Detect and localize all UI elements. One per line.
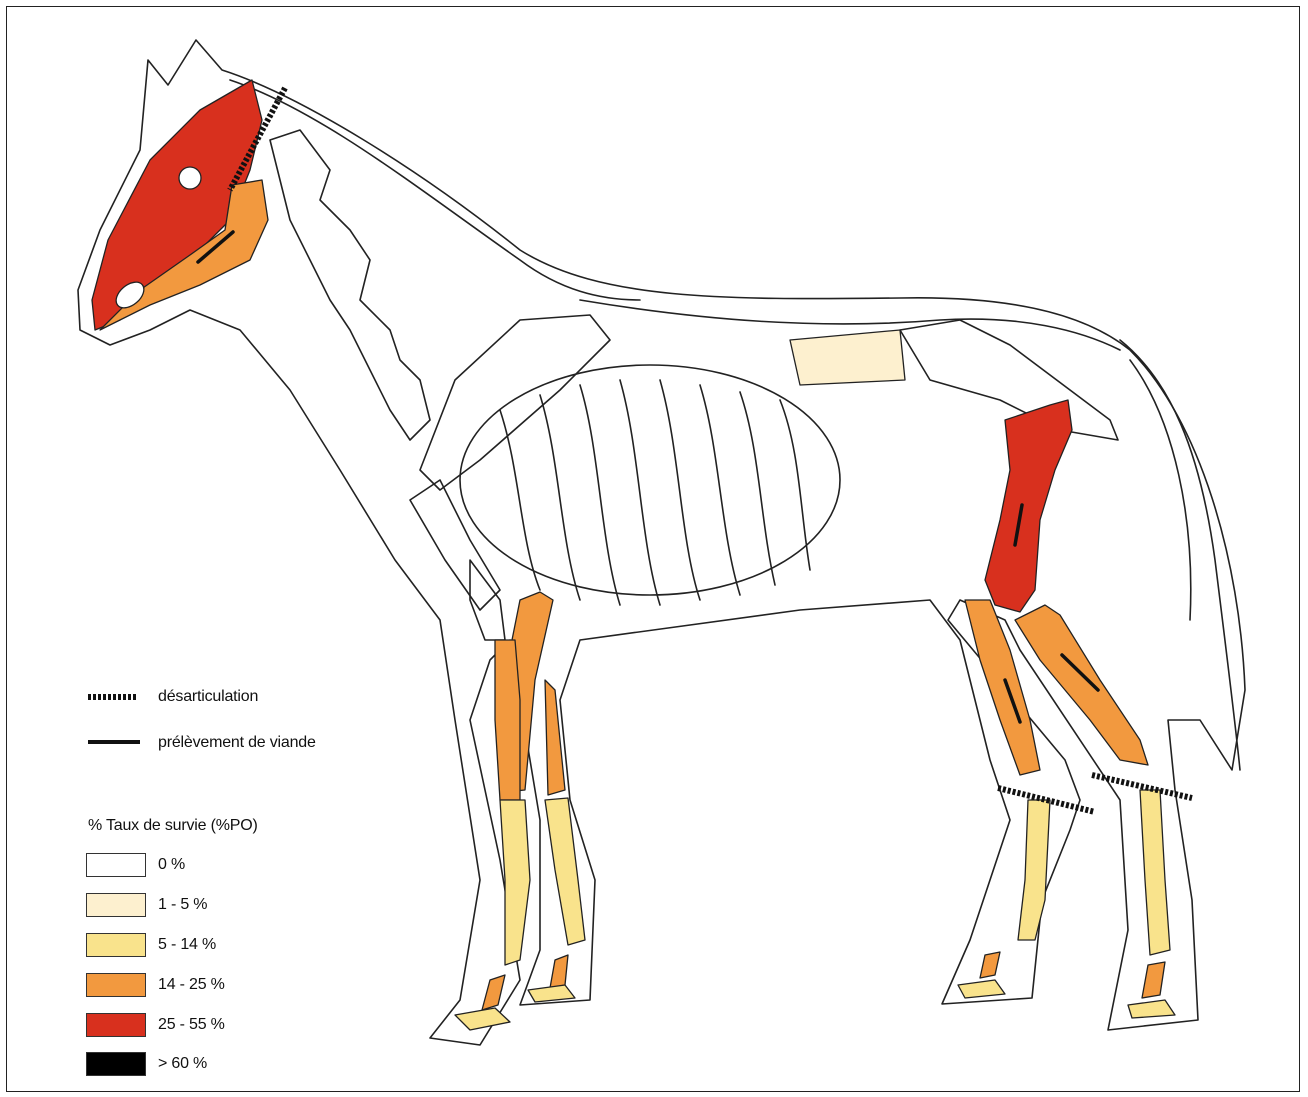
legend-swatch-4 [86, 1013, 146, 1037]
legend-swatch-2 [86, 933, 146, 957]
lumbar-region [790, 330, 905, 385]
orbit [179, 167, 201, 189]
tail [1120, 340, 1240, 770]
hoof-front-right [528, 985, 575, 1002]
sternum [410, 480, 500, 610]
legend-meat-removal-label: prélèvement de viande [158, 734, 316, 752]
legend-class-4-label: 25 - 55 % [158, 1016, 225, 1034]
legend-swatch-3 [86, 973, 146, 997]
scapula [420, 315, 610, 490]
metacarpal-front-left [500, 800, 530, 965]
hoof-front-left [455, 1008, 510, 1030]
legend-class-5-label: > 60 % [158, 1055, 207, 1073]
phalanges-front-right [550, 955, 568, 988]
metatarsal-hind-right [1140, 790, 1170, 955]
legend-disarticulation-label: désarticulation [158, 688, 258, 706]
legend-solid-symbol [88, 740, 140, 744]
hoof-hind-left [958, 980, 1005, 998]
legend-dashed-symbol [88, 694, 136, 700]
legend-class-1-label: 1 - 5 % [158, 896, 207, 914]
metacarpal-front-right [545, 798, 585, 945]
legend-swatch-0 [86, 853, 146, 877]
legend-class-2-label: 5 - 14 % [158, 936, 216, 954]
phalanges-hind-right [1142, 962, 1165, 998]
hoof-hind-right [1128, 1000, 1175, 1018]
legend-swatch-5 [86, 1052, 146, 1076]
legend-class-3-label: 14 - 25 % [158, 976, 225, 994]
ulna-front [545, 680, 565, 795]
radius-front-left [495, 640, 520, 800]
legend-class-0-label: 0 % [158, 856, 185, 874]
mane-line [230, 80, 640, 300]
femur-region [985, 400, 1072, 612]
legend-scale-title: % Taux de survie (%PO) [88, 817, 258, 835]
humerus-left [470, 560, 505, 640]
phalanges-hind-left [980, 952, 1000, 978]
ribs [500, 380, 810, 605]
phalanges-front-left [482, 975, 505, 1010]
legend-swatch-1 [86, 893, 146, 917]
neck-vertebrae [270, 130, 430, 440]
metatarsal-hind-left [1018, 800, 1050, 940]
